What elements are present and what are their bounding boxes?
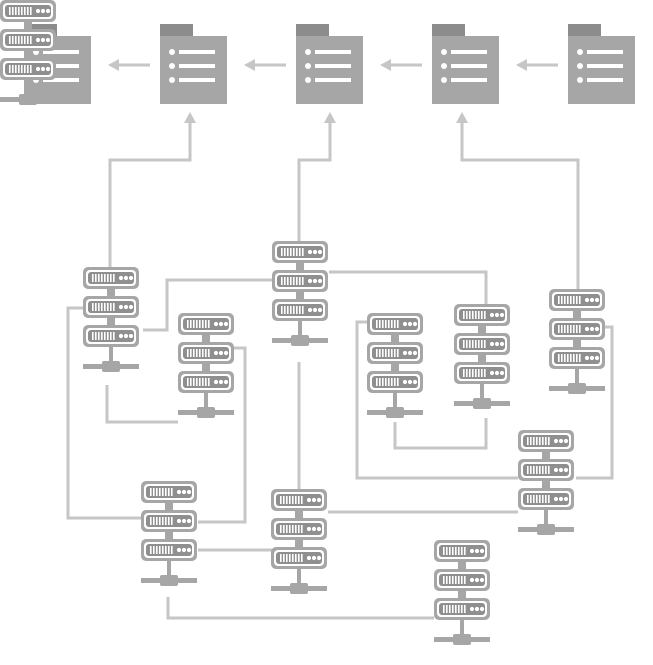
- server-stack-icon server-8: [141, 481, 197, 586]
- connection-line-13: [576, 325, 614, 480]
- arrow-icon: [108, 59, 150, 71]
- arrow-icon: [380, 59, 422, 71]
- server-nodes: [0, 0, 605, 645]
- arrow-icon: [184, 112, 196, 160]
- server-stack-icon server-10: [434, 540, 490, 645]
- connection-line-5: [329, 270, 488, 305]
- connection-line-4: [143, 278, 272, 332]
- arrow-icon: [456, 112, 468, 160]
- connection-line-15: [166, 597, 434, 620]
- connection-lines: [66, 122, 614, 620]
- document-list-icon doc-4: [432, 24, 499, 104]
- connection-line-7: [105, 385, 178, 424]
- arrow-icon: [244, 59, 286, 71]
- connection-line-1: [108, 122, 192, 268]
- connection-line-11: [355, 320, 518, 480]
- arrow-icon: [324, 112, 336, 160]
- server-stack-icon server-3: [272, 241, 328, 346]
- server-stack-icon server-9: [271, 489, 327, 594]
- server-stack-icon server-5: [454, 304, 510, 409]
- server-stack-icon server-2: [178, 313, 234, 418]
- document-list-icon doc-2: [160, 24, 227, 104]
- server-stack-icon server-6: [549, 289, 605, 394]
- connection-line-12: [393, 418, 488, 450]
- connection-line-8: [198, 346, 247, 524]
- connection-line-2: [297, 122, 332, 241]
- server-stack-icon server-7: [518, 430, 574, 535]
- server-stack-icon server-1: [83, 267, 139, 372]
- arrow-icon: [516, 59, 558, 71]
- data-flow-arrows: [108, 59, 558, 160]
- document-list-icon doc-3: [296, 24, 363, 104]
- server-stack-icon server-4: [367, 313, 423, 418]
- connection-line-6: [66, 306, 141, 520]
- server-stack-icon server-11: [0, 0, 56, 105]
- document-list-icon doc-5: [568, 24, 635, 104]
- connection-line-3: [460, 122, 580, 290]
